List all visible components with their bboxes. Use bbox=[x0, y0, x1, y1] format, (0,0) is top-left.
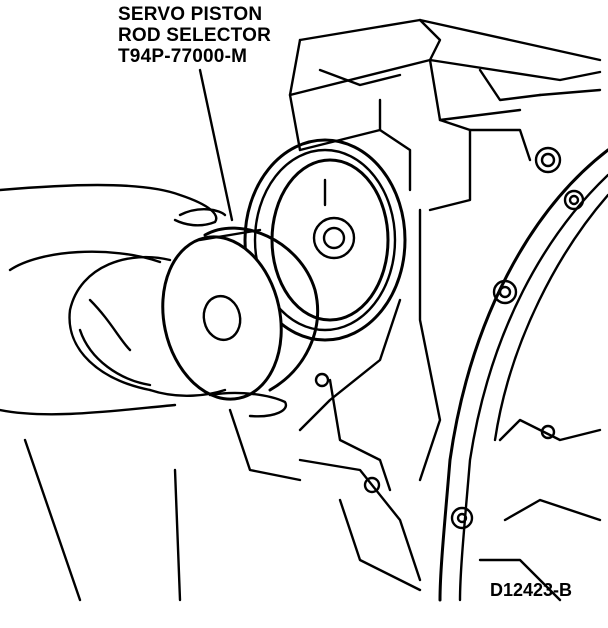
bolt-icon bbox=[450, 506, 474, 530]
hand bbox=[0, 183, 288, 418]
bell-housing-flange bbox=[438, 148, 608, 602]
hole-icon bbox=[314, 372, 330, 388]
callout-leader-line bbox=[198, 68, 234, 222]
tool-callout: SERVO PISTON ROD SELECTOR T94P-77000-M bbox=[118, 4, 271, 67]
servo-piston-rod-selector-tool bbox=[161, 226, 320, 401]
flange-bolts bbox=[314, 146, 585, 530]
figure-id: D12423-B bbox=[490, 580, 573, 600]
callout-line-1: SERVO PISTON bbox=[118, 4, 263, 25]
callout-line-3: T94P-77000-M bbox=[118, 46, 248, 67]
hole-icon bbox=[363, 476, 381, 494]
bolt-icon bbox=[540, 424, 556, 440]
bolt-icon bbox=[563, 189, 585, 211]
bolt-icon bbox=[534, 146, 562, 174]
transmission-case bbox=[23, 18, 602, 602]
bolt-icon bbox=[492, 279, 518, 305]
callout-line-2: ROD SELECTOR bbox=[118, 25, 272, 46]
